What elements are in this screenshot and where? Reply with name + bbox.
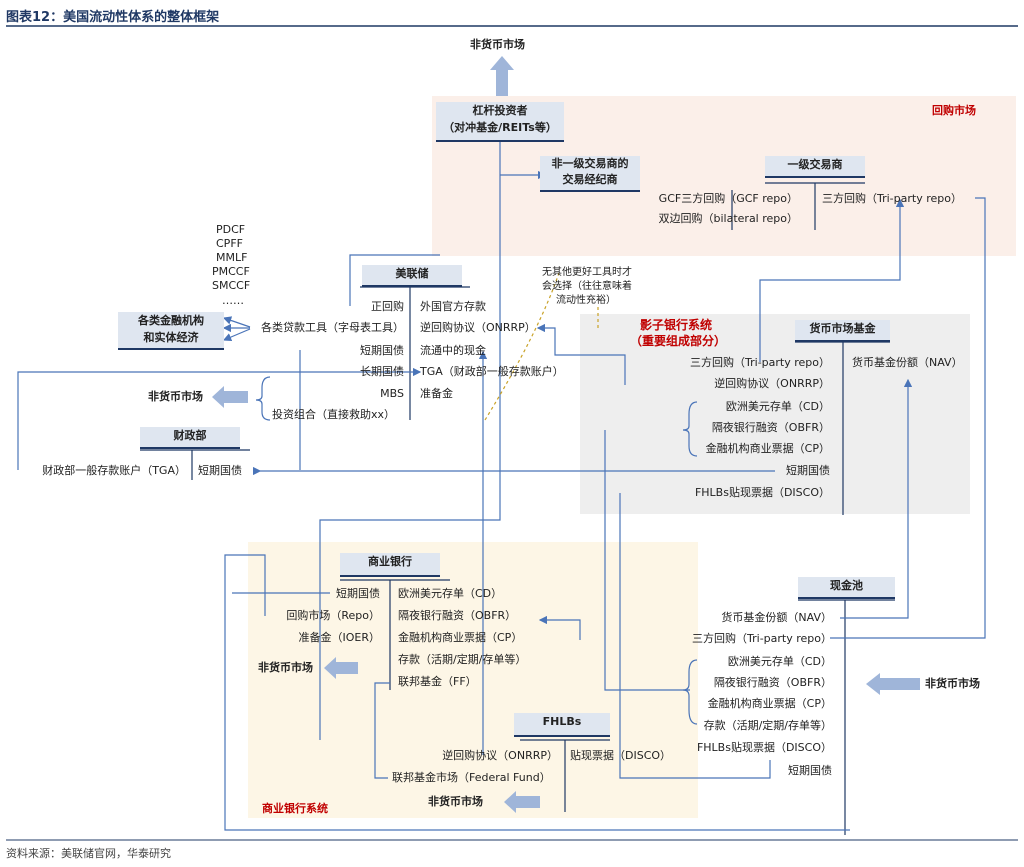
- figure-title: 图表12：美国流动性体系的整体框架: [6, 10, 220, 25]
- zone-label-repo: 回购市场: [932, 104, 976, 117]
- label-mmf-cp: 金融机构商业票据（CP）: [705, 442, 830, 455]
- label-fed-mbs: MBS: [380, 387, 404, 400]
- label-cp-nav: 货币基金份额（NAV）: [721, 611, 832, 624]
- label-cp-disco: FHLBs贴现票据（DISCO）: [696, 741, 832, 754]
- note-line-2: 会选择（往往意味着: [542, 281, 632, 292]
- commercial-banking-zone: [248, 542, 698, 818]
- brace-icon: [682, 659, 698, 725]
- label-mmf-short: 短期国债: [786, 464, 830, 477]
- label-pdcf: PDCF: [216, 223, 246, 236]
- label-mmf-disco: FHLBs贴现票据（DISCO）: [694, 486, 830, 499]
- label-bilateral-repo: 双边回购（bilateral repo）: [658, 212, 799, 225]
- label-cp-cd: 欧洲美元存单（CD）: [727, 655, 832, 668]
- zone-label-shadow-note: （重要组成部分）: [630, 334, 727, 348]
- label-nonmonetary-top: 非货币市场: [470, 38, 525, 51]
- header-cashpool: 现金池: [798, 577, 895, 599]
- label-mmf-obfr: 隔夜银行融资（OBFR）: [711, 421, 830, 434]
- label-bank-obfr: 隔夜银行融资（OBFR）: [398, 609, 517, 622]
- label-nonmonetary-left: 非货币市场: [148, 390, 203, 403]
- label-currency: 流通中的现金: [420, 344, 486, 357]
- label-bank-repo: 回购市场（Repo）: [286, 609, 380, 622]
- shadow-banking-zone: [580, 314, 970, 514]
- zone-label-shadow: 影子银行系统: [640, 318, 713, 332]
- label-nonmonetary-right: 非货币市场: [925, 677, 980, 690]
- label-cp-triparty: 三方回购（Tri-party repo）: [692, 632, 832, 645]
- label-bank-ff: 联邦基金（FF）: [398, 675, 477, 688]
- label-fed-onrrp: 逆回购协议（ONRRP）: [420, 321, 536, 334]
- left-arrow-icon: [504, 791, 540, 813]
- label-fed-reserves: 准备金: [420, 387, 453, 400]
- up-arrow-icon: [490, 56, 514, 96]
- label-cp-cp: 金融机构商业票据（CP）: [707, 697, 832, 710]
- header-mmf: 货币市场基金: [795, 320, 890, 342]
- header-primary-dealer: 一级交易商: [765, 156, 865, 178]
- label-ellipsis: ……: [222, 294, 244, 307]
- brace-icon: [682, 401, 698, 457]
- label-fhlb-disco: 贴现票据（DISCO）: [570, 749, 672, 762]
- label-bank-short: 短期国债: [336, 587, 380, 600]
- label-bank-deposits: 存款（活期/定期/存单等）: [398, 653, 527, 666]
- label-mmf-cd: 欧洲美元存单（CD）: [725, 400, 830, 413]
- label-mmf-triparty: 三方回购（Tri-party repo）: [690, 356, 830, 369]
- header-nonprimary-dealer: 非一级交易商的 交易经纪商: [540, 156, 640, 192]
- label-fed-repo: 正回购: [371, 300, 404, 313]
- left-arrow-icon: [324, 657, 358, 679]
- label-cp-short: 短期国债: [788, 764, 832, 777]
- label-bank-cp: 金融机构商业票据（CP）: [398, 631, 523, 644]
- label-pmccf: PMCCF: [212, 265, 250, 278]
- label-treasury-short: 短期国债: [198, 464, 242, 477]
- left-arrow-icon: [212, 386, 248, 408]
- label-foreign-official: 外国官方存款: [420, 300, 486, 313]
- label-cp-deposits: 存款（活期/定期/存单等）: [703, 719, 832, 732]
- label-fed-tga: TGA（财政部一般存款账户）: [420, 365, 564, 378]
- header-leverage-investor: 杠杆投资者 （对冲基金/REITs等）: [436, 102, 564, 142]
- label-mmlf: MMLF: [216, 251, 248, 264]
- label-cpff: CPFF: [216, 237, 243, 250]
- note-arrow: [484, 269, 561, 421]
- label-treasury-tga: 财政部一般存款账户（TGA）: [42, 464, 186, 477]
- left-arrow-icon: [866, 673, 920, 695]
- label-fed-long-treasury: 长期国债: [360, 365, 404, 378]
- label-triparty-primary: 三方回购（Tri-party repo）: [822, 192, 962, 205]
- label-bank-ioer: 准备金（IOER）: [298, 631, 381, 644]
- header-treasury: 财政部: [140, 427, 240, 449]
- label-loan-tools: 各类贷款工具（字母表工具）: [261, 321, 404, 334]
- header-bank: 商业银行: [340, 553, 440, 577]
- label-fed-portfolio: 投资组合（直接救助xx）: [272, 408, 396, 421]
- label-gcf-repo: GCF三方回购（GCF repo）: [658, 192, 798, 205]
- zone-label-commercial: 商业银行系统: [262, 802, 328, 815]
- source-note: 资料来源：美联储官网，华泰研究: [6, 847, 171, 860]
- label-fhlb-ff: 联邦基金市场（Federal Fund）: [392, 771, 551, 784]
- label-cp-obfr: 隔夜银行融资（OBFR）: [713, 676, 832, 689]
- header-fhlbs: FHLBs: [514, 713, 610, 737]
- note-line-1: 无其他更好工具时才: [542, 267, 632, 278]
- label-nonmonetary-bank: 非货币市场: [258, 661, 313, 674]
- note-line-3: 流动性充裕）: [556, 295, 616, 306]
- header-fed: 美联储: [362, 265, 462, 287]
- label-bank-cd: 欧洲美元存单（CD）: [398, 587, 503, 600]
- header-fin-institutions: 各类金融机构 和实体经济: [118, 312, 224, 350]
- brace-icon: [255, 376, 271, 421]
- label-mmf-nav: 货币基金份额（NAV）: [852, 356, 963, 369]
- label-nonmonetary-bottom: 非货币市场: [428, 795, 483, 808]
- label-fhlb-onrrp: 逆回购协议（ONRRP）: [442, 749, 558, 762]
- label-mmf-onrrp: 逆回购协议（ONRRP）: [714, 377, 830, 390]
- label-fed-short-treasury: 短期国债: [360, 344, 404, 357]
- label-smccf: SMCCF: [212, 279, 251, 292]
